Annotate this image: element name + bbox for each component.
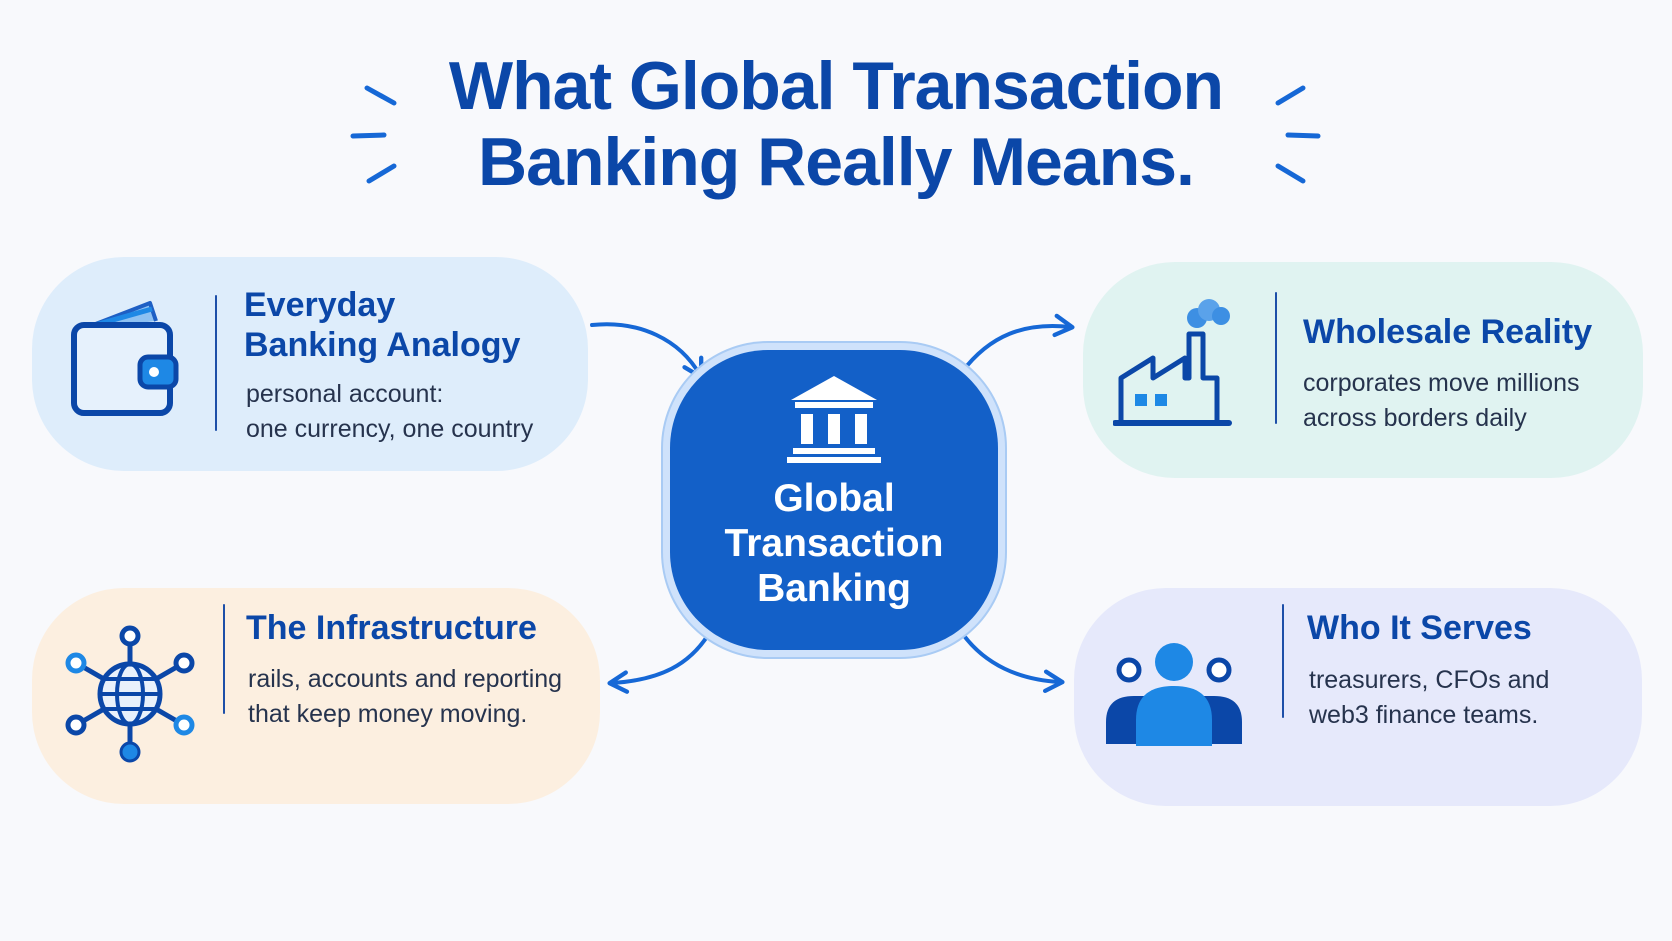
card-body: rails, accounts and reporting that keep … [248,662,562,732]
card-divider [223,604,225,714]
card-body: personal account: one currency, one coun… [246,377,533,447]
arrow-everyday-to-hub [590,322,704,380]
bank-building-icon [787,376,881,463]
card-body-line-2: web3 finance teams. [1309,701,1539,729]
network-globe-icon [65,625,195,763]
title-line-1: What Global Transaction [448,48,1224,124]
title-sparks [350,85,1321,184]
card-body-line-1: personal account: [246,380,444,408]
hub-label-line-3: Banking [757,567,911,610]
card-title-line-2: Banking Analogy [244,326,521,364]
card-body: corporates move millions across borders … [1303,366,1580,436]
spark-right-mid [1285,132,1321,139]
page-title: What Global Transaction Banking Really M… [336,48,1336,200]
hub-label-line-1: Global [773,477,895,520]
arrow-hub-to-wholesale [960,313,1075,374]
card-title: Everyday Banking Analogy [244,285,520,365]
hub-label-line-2: Transaction [724,522,944,565]
arrow-hub-to-serves [960,631,1065,694]
card-body-line-2: across borders daily [1303,404,1527,432]
hub-label: Global Transaction Banking [670,476,998,611]
central-hub: Global Transaction Banking [670,350,998,650]
card-divider [215,295,217,431]
card-everyday-banking: Everyday Banking Analogy personal accoun… [32,257,588,471]
card-body-line-1: corporates move millions [1303,369,1580,397]
card-body-line-1: treasurers, CFOs and [1309,666,1550,694]
card-body-line-2: that keep money moving. [248,700,528,728]
factory-icon [1113,299,1232,426]
card-title: Wholesale Reality [1303,313,1593,351]
spark-right-bottom [1275,163,1306,184]
spark-left-bottom [366,163,397,184]
spark-left-top [364,85,397,106]
arrow-hub-to-infrastructure [607,630,712,694]
card-title: Who It Serves [1307,609,1532,647]
spark-left-mid [350,132,387,139]
people-group-icon [1106,643,1242,746]
card-divider [1275,292,1277,424]
card-divider [1282,604,1284,718]
card-body-line-1: rails, accounts and reporting [248,665,563,693]
card-body: treasurers, CFOs and web3 finance teams. [1309,663,1549,733]
card-title: The Infrastructure [246,609,537,647]
card-title-line-1: Everyday [244,286,396,324]
title-line-2: Banking Really Means. [478,124,1195,200]
card-body-line-2: one currency, one country [246,415,534,443]
card-infrastructure: The Infrastructure rails, accounts and r… [32,588,600,804]
spark-right-top [1275,85,1306,106]
wallet-icon [71,301,179,416]
card-who-it-serves: Who It Serves treasurers, CFOs and web3 … [1074,588,1642,806]
card-wholesale-reality: Wholesale Reality corporates move millio… [1083,262,1643,478]
